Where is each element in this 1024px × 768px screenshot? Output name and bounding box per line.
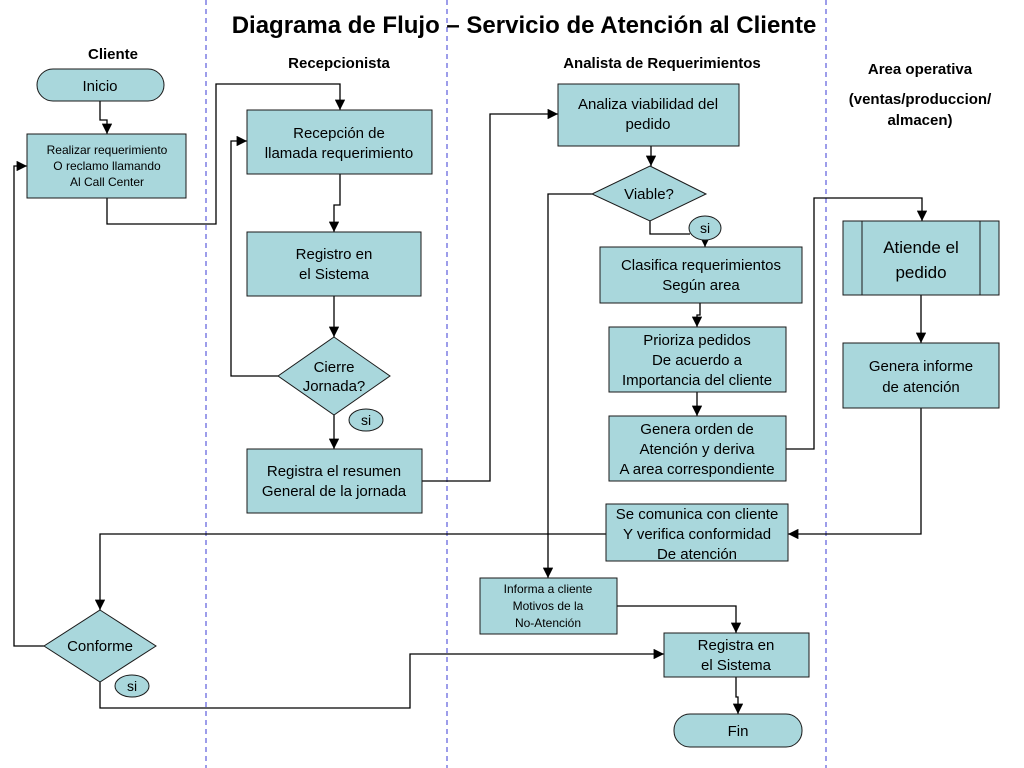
atiende-pedido-box: Atiende el pedido <box>842 220 1000 296</box>
connectors <box>13 83 928 714</box>
node-line: Informa a cliente <box>504 582 593 596</box>
registro-sistema-box: Registro en el Sistema <box>246 231 422 297</box>
prioriza-box: Prioriza pedidos De acuerdo a Importanci… <box>608 326 787 393</box>
connector <box>617 605 742 633</box>
node-line: Y verifica conformidad <box>623 526 771 543</box>
si-label-conforme: si <box>114 674 150 698</box>
connector <box>230 135 278 377</box>
connector <box>99 648 664 709</box>
node-line: Jornada? <box>303 378 366 395</box>
node-line: Importancia del cliente <box>622 372 772 389</box>
lane-header-recepcionista: Recepcionista <box>288 55 390 72</box>
realizar-requerimiento-box: Realizar requerimiento O reclamo llamand… <box>26 133 187 199</box>
fin-node: Fin <box>673 713 803 748</box>
connector <box>99 101 113 134</box>
node-line: de atención <box>882 379 960 396</box>
node-line: Registra en <box>698 637 775 654</box>
si-label-cierre: si <box>348 408 384 432</box>
fin-label: Fin <box>728 723 749 740</box>
node-line: el Sistema <box>701 657 772 674</box>
si-label-viable: si <box>688 215 722 241</box>
connector <box>649 221 690 235</box>
lane-header-operativa-sub: (ventas/produccion/ <box>849 91 992 108</box>
node-line: Realizar requerimiento <box>47 143 168 157</box>
node-line: O reclamo llamando <box>53 159 161 173</box>
lane-header-operativa-sub2: almacen) <box>887 112 952 129</box>
genera-orden-box: Genera orden de Atención y deriva A area… <box>608 415 787 482</box>
si-text: si <box>700 220 710 236</box>
conforme-decision: Conforme <box>43 609 157 683</box>
registra-en-sistema-box: Registra en el Sistema <box>663 632 810 678</box>
node-line: Genera informe <box>869 358 973 375</box>
node-line: De acuerdo a <box>652 352 743 369</box>
clasifica-box: Clasifica requerimientos Según area <box>599 246 803 304</box>
node-line: Prioriza pedidos <box>643 332 751 349</box>
si-text: si <box>127 678 137 694</box>
node-line: General de la jornada <box>262 483 407 500</box>
node-line: pedido <box>625 116 670 133</box>
inicio-node: Inicio <box>36 68 165 102</box>
node-line: Se comunica con cliente <box>616 506 779 523</box>
connector <box>542 193 592 578</box>
analiza-viabilidad-box: Analiza viabilidad del pedido <box>557 83 740 147</box>
conforme-label: Conforme <box>67 638 133 655</box>
page-title: Diagrama de Flujo – Servicio de Atención… <box>232 12 817 39</box>
node-line: Cierre <box>314 359 355 376</box>
lane-header-analista: Analista de Requerimientos <box>563 55 761 72</box>
cierre-jornada-decision: Cierre Jornada? <box>277 336 391 416</box>
node-line: Atiende el <box>883 238 959 257</box>
connector <box>788 408 922 540</box>
node-line: Registra el resumen <box>267 463 401 480</box>
node-line: Atención y deriva <box>639 441 755 458</box>
node-line: Clasifica requerimientos <box>621 257 781 274</box>
connector <box>786 197 928 450</box>
viable-label: Viable? <box>624 186 674 203</box>
lane-header-cliente: Cliente <box>88 46 138 63</box>
node-line: Motivos de la <box>513 599 584 613</box>
inicio-label: Inicio <box>82 78 117 95</box>
lane-header-operativa: Area operativa <box>868 61 973 78</box>
connector <box>422 108 558 482</box>
connector <box>691 303 703 327</box>
node-line: Genera orden de <box>640 421 753 438</box>
viable-decision: Viable? <box>590 165 708 222</box>
connector <box>94 533 606 610</box>
node-line: llamada requerimiento <box>265 145 413 162</box>
node-line: Analiza viabilidad del <box>578 96 718 113</box>
node-line: A area correspondiente <box>619 461 774 478</box>
connector <box>106 83 346 225</box>
recepcion-llamada-box: Recepción de llamada requerimiento <box>246 109 433 175</box>
informa-cliente-box: Informa a cliente Motivos de la No-Atenc… <box>479 577 618 635</box>
node-line: No-Atención <box>515 616 581 630</box>
node-line: el Sistema <box>299 266 370 283</box>
genera-informe-box: Genera informe de atención <box>842 342 1000 409</box>
registra-resumen-box: Registra el resumen General de la jornad… <box>246 448 423 514</box>
node-line: Al Call Center <box>70 175 144 189</box>
si-text: si <box>361 412 371 428</box>
connector <box>732 677 744 714</box>
se-comunica-box: Se comunica con cliente Y verifica confo… <box>605 503 789 563</box>
node-line: pedido <box>895 263 946 282</box>
connector <box>13 160 44 647</box>
node-line: Recepción de <box>293 125 385 142</box>
node-line: Registro en <box>296 246 373 263</box>
node-line: De atención <box>657 546 737 563</box>
node-line: Según area <box>662 277 740 294</box>
connector <box>328 174 341 232</box>
